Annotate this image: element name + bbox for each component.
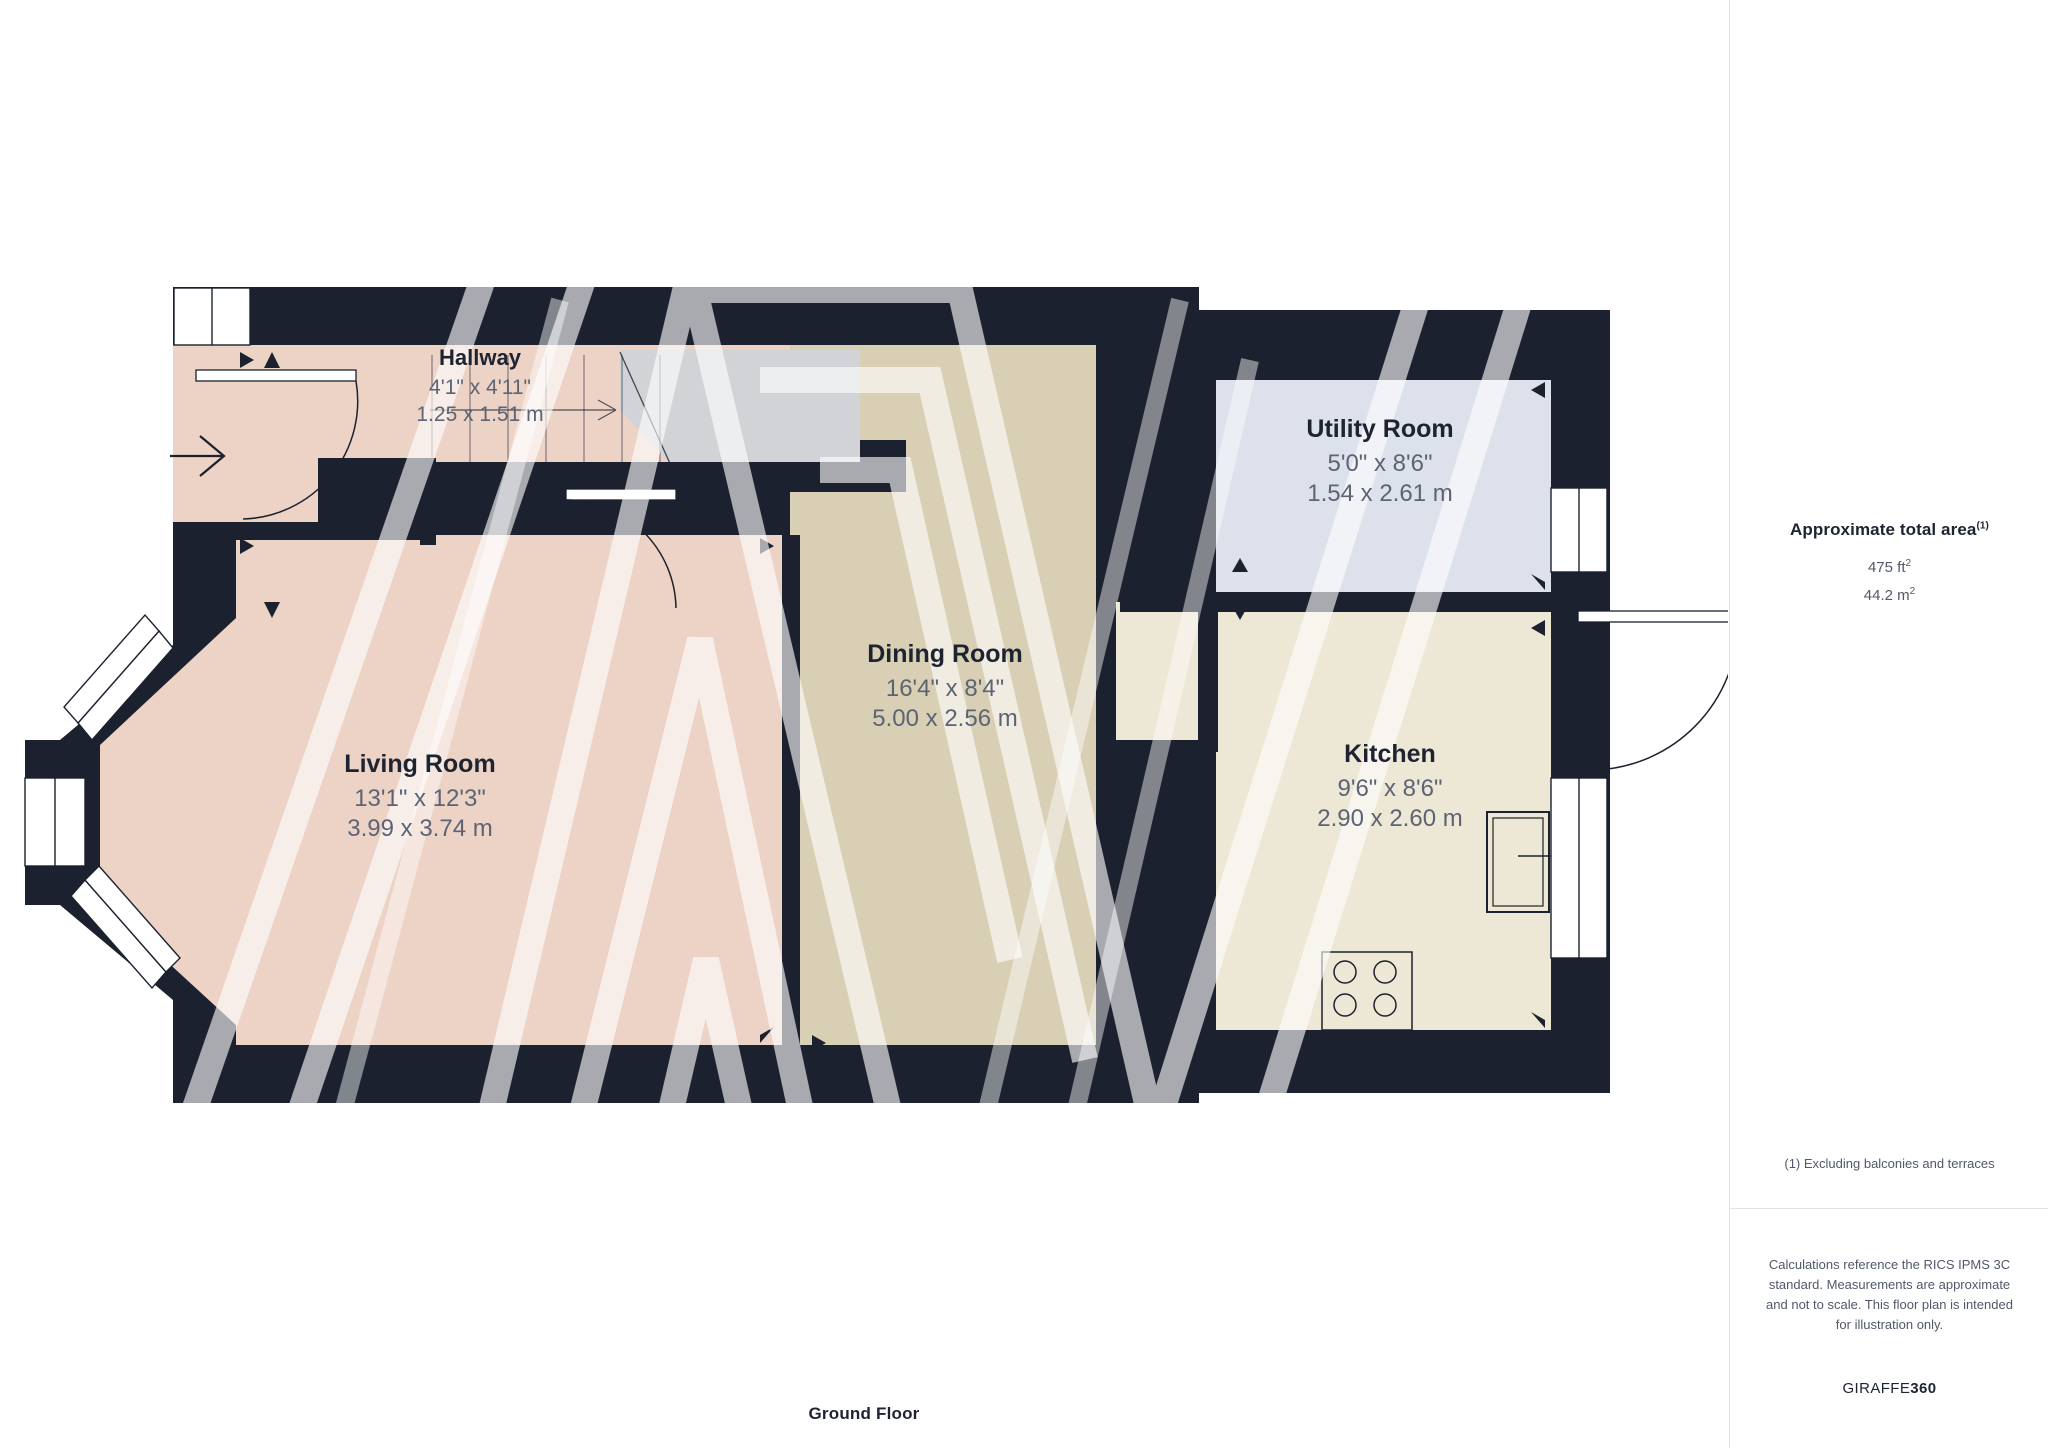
sqft-exponent: 2	[1905, 558, 1912, 569]
total-area-footnote-marker: (1)	[1976, 520, 1989, 532]
windows	[24, 287, 1608, 990]
floor-plan-drawing	[24, 225, 1728, 1235]
info-sidebar: Approximate total area(1) 475 ft2 44.2 m…	[1729, 0, 2048, 1448]
total-area-sqft-value: 475 ft	[1867, 559, 1906, 576]
brand-name-bold: 360	[1910, 1380, 1937, 1397]
total-area-sqm: 44.2 m2	[1730, 586, 2048, 605]
door-hallway-dining	[565, 488, 677, 609]
doors	[195, 369, 1728, 771]
brand-logo: GIRAFFE360	[1730, 1380, 2048, 1397]
watermark-secondary	[321, 297, 1259, 1183]
bay-window	[24, 613, 181, 990]
watermark	[157, 225, 1533, 1235]
disclaimer-block: Calculations reference the RICS IPMS 3C …	[1730, 1255, 2048, 1336]
brand-name-light: GIRAFFE	[1842, 1380, 1911, 1397]
disclaimer-text: Calculations reference the RICS IPMS 3C …	[1766, 1257, 2013, 1333]
total-area-title-text: Approximate total area	[1790, 520, 1977, 539]
floor-title: Ground Floor	[808, 1404, 920, 1423]
footnote-text: (1) Excluding balconies and terraces	[1784, 1156, 1995, 1171]
sqm-exponent: 2	[1909, 586, 1916, 597]
door-entrance	[195, 369, 359, 520]
four-burner-hob-icon	[1321, 951, 1413, 1031]
total-area-sqft: 475 ft2	[1730, 558, 2048, 577]
floor-plan-canvas: Hallway 4'1" x 4'11" 1.25 x 1.51 m Livin…	[24, 225, 1728, 1235]
total-area-sqm-value: 44.2 m	[1863, 587, 1910, 604]
sink-unit-icon	[1486, 811, 1551, 913]
door-kitchen-back	[1577, 610, 1728, 771]
entry-arrow-icon	[170, 435, 226, 477]
total-area-block: Approximate total area(1) 475 ft2 44.2 m…	[1730, 520, 2048, 614]
footnote-block: (1) Excluding balconies and terraces	[1730, 1155, 2048, 1209]
total-area-title: Approximate total area(1)	[1730, 520, 2048, 540]
